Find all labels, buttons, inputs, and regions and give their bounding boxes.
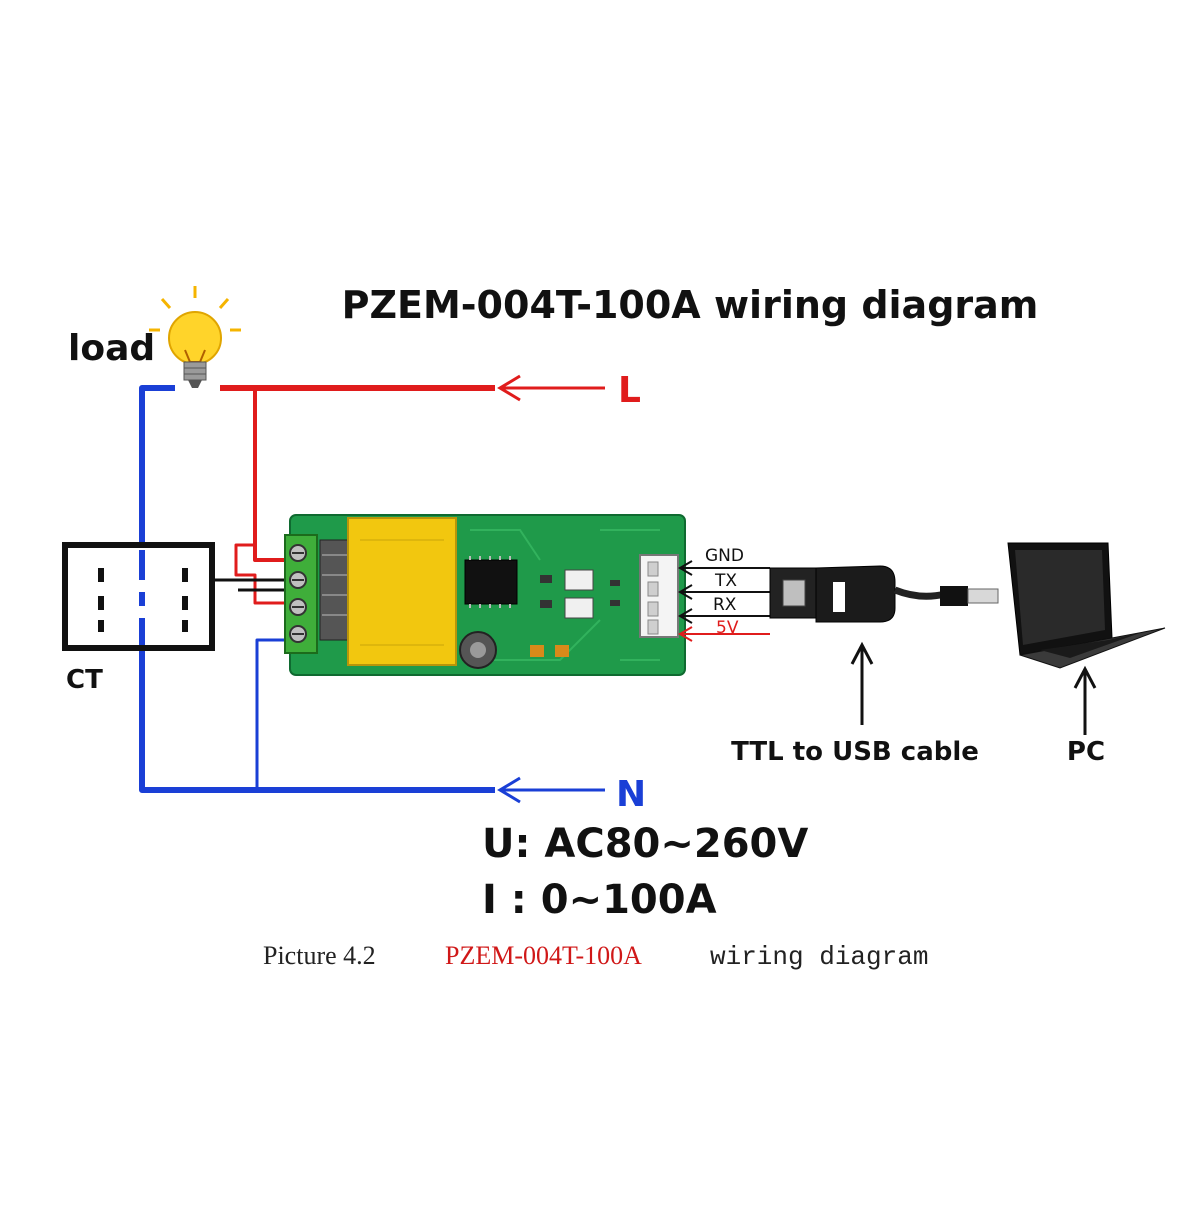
caption-prefix: Picture 4.2 [263,941,376,970]
ttl-connector [639,554,679,638]
laptop-icon [1007,542,1166,669]
caption-model: PZEM-004T-100A [445,941,642,970]
caption-suffix: wiring diagram [710,942,928,972]
neutral-arrow-icon [497,776,605,804]
pc-arrow-icon [1073,665,1097,735]
terminal-block [284,534,318,654]
neutral-label: N [616,774,646,815]
current-spec: I : 0~100A [482,877,717,923]
ttl-wires [678,560,770,642]
light-bulb-icon [149,286,241,388]
ct-label: CT [66,665,103,695]
voltage-spec: U: AC80~260V [482,821,808,867]
ttl-cable-arrow-icon [850,641,874,725]
line-wire [220,385,495,605]
pin-rx-label: RX [713,595,737,615]
pin-5v-label: 5V [716,618,739,638]
ttl-usb-adapter [769,565,999,623]
transformer [347,517,457,666]
pin-gnd-label: GND [705,546,744,566]
ic-chip [464,559,518,605]
pc-label: PC [1067,737,1105,767]
load-label: load [68,328,155,369]
pzem-module [284,514,686,676]
diagram-title: PZEM-004T-100A wiring diagram [342,283,1039,327]
ttl-cable-label: TTL to USB cable [731,737,979,767]
line-label: L [618,370,641,411]
current-transformer [62,542,290,651]
line-arrow-icon [497,374,605,402]
pin-tx-label: TX [714,571,737,591]
